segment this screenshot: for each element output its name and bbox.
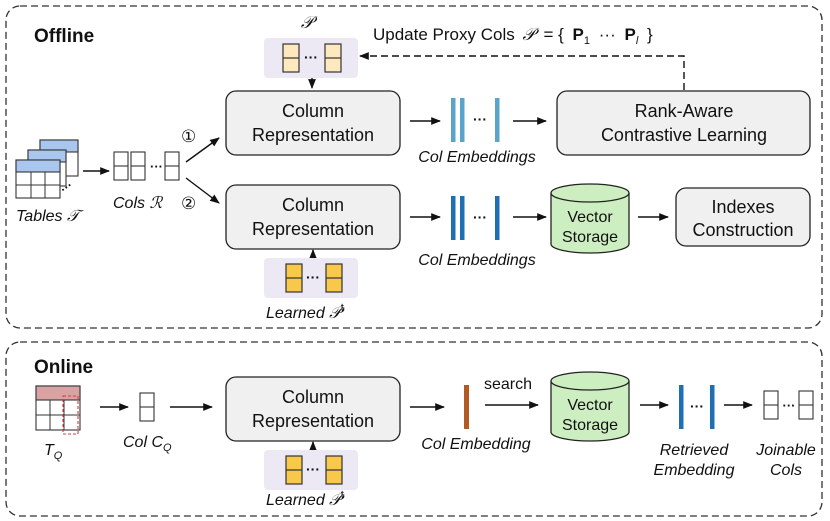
learned-proxy-offline-label: Learned 𝒫t — [266, 302, 345, 322]
svg-text:···: ··· — [306, 461, 320, 477]
column-representation-bottom — [225, 184, 401, 250]
indexes-line2: Construction — [692, 220, 793, 240]
tq-label: TQ — [44, 442, 63, 462]
svg-text:···: ··· — [306, 269, 320, 285]
indexes-construction-box — [675, 187, 811, 247]
svg-text:···: ··· — [783, 398, 796, 413]
cols-icon: ··· — [113, 151, 180, 181]
colrep-online-line1: Column — [282, 387, 344, 407]
retrieved-line2: Embedding — [654, 462, 735, 479]
vector-storage-online-line1: Vector — [567, 397, 613, 414]
branch-1-label: ① — [181, 127, 196, 146]
vector-storage-offline-line2: Storage — [562, 229, 618, 246]
colrep-online-line2: Representation — [252, 411, 374, 431]
col-embeddings-top-label: Col Embeddings — [418, 149, 535, 166]
online-panel — [5, 341, 823, 517]
col-embedding-online-icon — [464, 385, 469, 429]
joinable-line2: Cols — [770, 462, 802, 479]
indexes-line1: Indexes — [711, 197, 774, 217]
query-col-icon — [139, 392, 155, 422]
joinable-line1: Joinable — [755, 442, 816, 459]
col-embedding-online-label: Col Embedding — [421, 436, 531, 453]
retrieved-embedding-icon: ··· — [679, 385, 715, 429]
offline-title: Offline — [34, 26, 94, 47]
query-table-icon — [35, 385, 81, 435]
tables-icon: ··· — [15, 139, 79, 199]
vector-storage-offline-line1: Vector — [567, 209, 613, 226]
learned-proxy-online-label: Learned 𝒫t — [266, 489, 345, 509]
colrep-top-line2: Representation — [252, 125, 374, 145]
svg-text:···: ··· — [690, 398, 704, 414]
online-title: Online — [34, 357, 93, 378]
svg-text:···: ··· — [473, 209, 487, 225]
rank-aware-line2: Contrastive Learning — [601, 125, 767, 145]
feedback-arrow — [359, 52, 685, 90]
vector-storage-offline — [550, 183, 630, 254]
svg-text:···: ··· — [150, 159, 163, 174]
svg-text:···: ··· — [473, 111, 487, 127]
update-proxy-note: Update Proxy Cols 𝒫 = { P1 ··· Pl } — [373, 25, 653, 48]
column-representation-top — [225, 90, 401, 156]
colrep-bottom-line1: Column — [282, 195, 344, 215]
search-label: search — [484, 376, 532, 393]
rank-aware-contrastive-box — [556, 90, 811, 156]
cols-label: Cols ℛ — [113, 195, 163, 212]
retrieved-line1: Retrieved — [660, 442, 730, 459]
col-cq-label: Col CQ — [123, 434, 172, 454]
col-embeddings-bottom-icon: ··· — [451, 196, 500, 240]
joinable-cols-icon: ··· — [763, 390, 814, 420]
colrep-bottom-line2: Representation — [252, 219, 374, 239]
proxy-cols-group: ··· — [264, 38, 358, 78]
colrep-top-line1: Column — [282, 101, 344, 121]
svg-text:···: ··· — [304, 49, 318, 65]
learned-proxy-online: ··· — [264, 450, 358, 490]
col-embeddings-top-icon: ··· — [451, 98, 500, 142]
vector-storage-online — [550, 371, 630, 442]
column-representation-online — [225, 376, 401, 442]
branch-2-label: ② — [181, 194, 196, 213]
learned-proxy-offline: ··· — [264, 258, 358, 298]
rank-aware-line1: Rank-Aware — [635, 101, 734, 121]
col-embeddings-bottom-label: Col Embeddings — [418, 252, 535, 269]
vector-storage-online-line2: Storage — [562, 417, 618, 434]
tables-label: Tables 𝒯 — [16, 208, 84, 225]
